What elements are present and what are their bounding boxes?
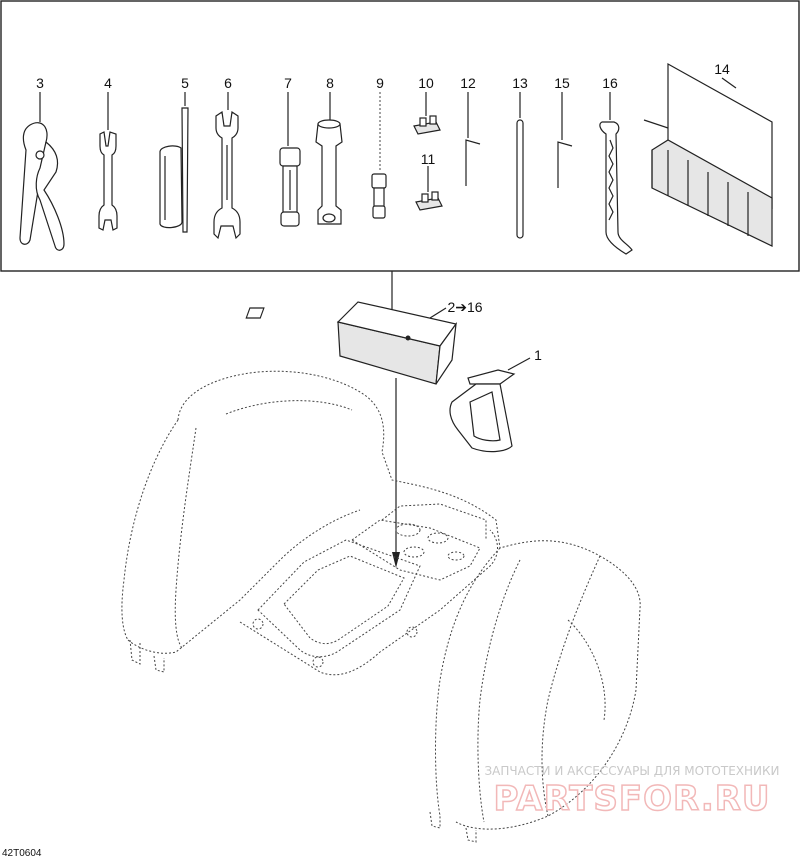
watermark-tagline: ЗАПЧАСТИ И АКСЕССУАРЫ ДЛЯ МОТОТЕХНИКИ (484, 764, 779, 778)
watermark: ЗАПЧАСТИ И АКСЕССУАРЫ ДЛЯ МОТОТЕХНИКИ PA… (484, 764, 779, 820)
callout-5: 5 (181, 75, 189, 91)
callout-16: 16 (602, 75, 618, 91)
fuse-icon (415, 191, 443, 211)
rear-fender-outline (121, 370, 641, 843)
wrench-icon (98, 131, 118, 231)
callout-8: 8 (326, 75, 334, 91)
hex-key-icon (557, 141, 573, 188)
strap-icon (449, 369, 516, 453)
rod-icon (516, 119, 524, 239)
callout-9: 9 (376, 75, 384, 91)
tool-pouch-closed-icon (245, 301, 458, 385)
diagram-code: 42T0604 (2, 848, 42, 859)
callout-4: 4 (104, 75, 112, 91)
callout-12: 12 (460, 75, 476, 91)
wrench-icon (213, 110, 241, 240)
callout-2-16: 2➔16 (447, 299, 482, 315)
screwdriver-icon (159, 107, 189, 233)
watermark-logo: PARTSFOR.RU (493, 779, 770, 819)
pliers-icon (19, 122, 65, 251)
callout-15: 15 (554, 75, 570, 91)
callout-6: 6 (224, 75, 232, 91)
callout-7: 7 (284, 75, 292, 91)
callout-13: 13 (512, 75, 528, 91)
hex-key-icon (465, 139, 481, 186)
socket-icon (279, 147, 301, 227)
install-arrow (392, 378, 400, 568)
callout-11: 11 (421, 151, 436, 167)
callout-3: 3 (36, 75, 44, 91)
tool-pouch-icon (643, 62, 773, 247)
spring-hook-icon (599, 121, 633, 255)
tool-kit-frame (0, 0, 800, 272)
socket-icon (371, 173, 387, 219)
callout-14: 14 (714, 61, 730, 77)
spark-plug-wrench-icon (315, 119, 343, 225)
fuse-icon (413, 115, 441, 135)
callout-10: 10 (418, 75, 434, 91)
callout-1: 1 (534, 347, 542, 363)
